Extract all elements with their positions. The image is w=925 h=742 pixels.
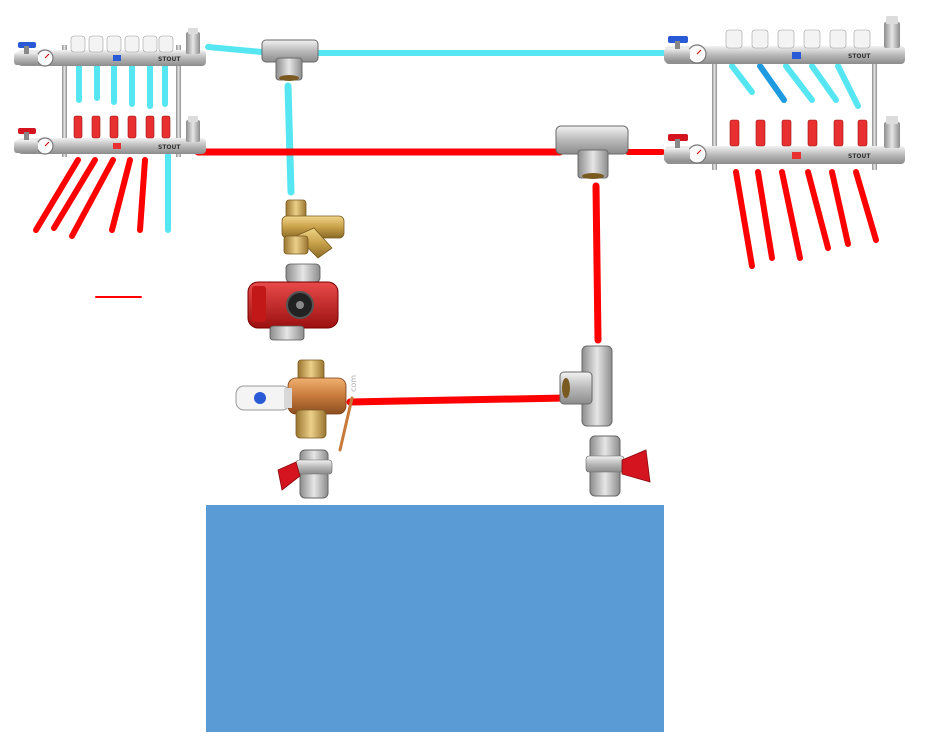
- right-manifold-bottom-valve-body: [664, 148, 690, 162]
- left-manifold-top-handle-blue-icon: [18, 42, 36, 48]
- return-pipe-left-to-tee: [205, 44, 265, 55]
- left-manifold-bottom-handle-red-icon: [18, 128, 36, 134]
- left-loop-tubes: [33, 59, 168, 239]
- temperature-probe: [338, 396, 354, 452]
- left-manifold-bottom-bar: [18, 138, 206, 154]
- right-manifold-bracket-a: [712, 52, 717, 170]
- left-manifold-top-bar: [18, 50, 206, 66]
- circulation-pump: [247, 263, 339, 341]
- right-manifold-bottom-handle-red-icon: [668, 134, 688, 141]
- left-manifold-flow-meters: [73, 115, 171, 139]
- left-manifold: STOUT STOUT: [14, 28, 206, 157]
- right-manifold-top-valve-body: [664, 48, 690, 62]
- thermostatic-head-icon: [235, 385, 292, 411]
- y-strainer: [281, 199, 345, 259]
- left-manifold-bottom-air-vent-icon: [186, 116, 200, 142]
- tee-fitting-return: [261, 39, 319, 81]
- left-manifold-top-air-vent-icon: [186, 28, 200, 54]
- supply-pipe-valve-to-tee: [346, 394, 570, 406]
- ball-valve-right: [585, 435, 651, 497]
- ball-valve-right-lever-handle-icon: [621, 449, 651, 483]
- return-pipes: [165, 44, 668, 233]
- left-manifold-bracket-a: [62, 45, 67, 157]
- right-manifold-flow-meters: [729, 119, 868, 147]
- ball-valve-left-lever-handle-icon: [277, 461, 301, 491]
- supply-pipes: [95, 148, 665, 406]
- right-manifold-bottom-bar: [665, 146, 905, 164]
- ball-valve-left: [277, 449, 333, 499]
- left-manifold-bottom-brand: STOUT: [158, 144, 181, 151]
- tee-fitting-supply-bottom: [559, 345, 613, 427]
- right-loop-tubes: [729, 63, 879, 269]
- right-manifold-top-handle-blue-icon: [668, 36, 688, 43]
- left-manifold-red-tag-icon: [113, 143, 121, 149]
- return-pipe-tee-down: [284, 82, 295, 196]
- right-manifold-blue-tag-icon: [792, 52, 801, 59]
- left-manifold-bracket-b: [176, 45, 181, 157]
- left-manifold-bottom-valve-body: [14, 140, 38, 153]
- right-manifold-top-air-vent-icon: [884, 16, 900, 48]
- storage-tank: [206, 505, 664, 732]
- left-manifold-blue-tag-icon: [113, 55, 121, 61]
- left-manifold-top-valve-body: [14, 52, 38, 65]
- tee-fitting-supply-top: [555, 125, 629, 179]
- thermostatic-mixing-valve: com: [235, 359, 358, 452]
- left-manifold-top-brand: STOUT: [158, 56, 181, 63]
- supply-pipe-tee-down: [592, 182, 602, 344]
- right-manifold-bottom-air-vent-icon: [884, 116, 900, 148]
- right-manifold-bracket-b: [872, 52, 877, 170]
- right-manifold: STOUT STOUT: [664, 16, 905, 170]
- right-manifold-top-caps: [725, 29, 871, 49]
- mixing-valve-watermark: com: [349, 375, 358, 392]
- right-manifold-red-tag-icon: [792, 152, 801, 159]
- left-manifold-top-caps: [70, 35, 174, 53]
- right-manifold-top-bar: [665, 46, 905, 64]
- right-manifold-bottom-brand: STOUT: [848, 153, 871, 160]
- right-manifold-top-brand: STOUT: [848, 53, 871, 60]
